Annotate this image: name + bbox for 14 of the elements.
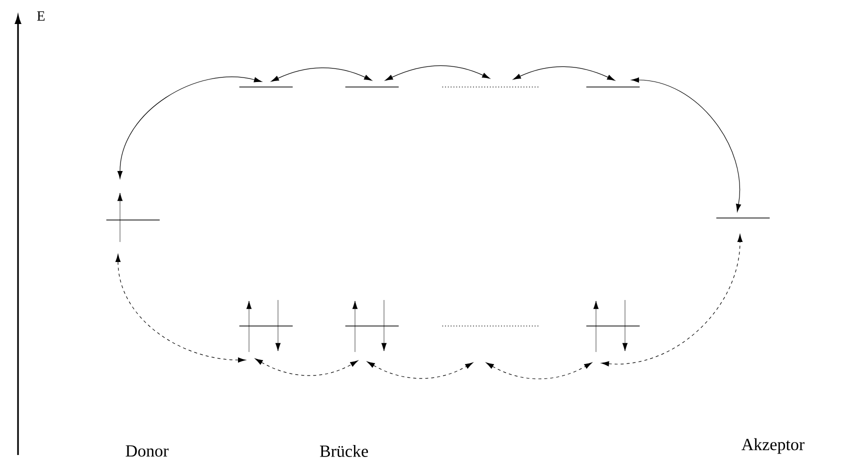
curved-arrow: [513, 66, 615, 81]
curved-arrow: [117, 76, 262, 179]
column-label: Brücke: [320, 445, 368, 457]
axis-label: E: [37, 11, 45, 21]
column-label: Donor: [126, 445, 169, 457]
dashed-arrow: [255, 358, 358, 376]
dashed-arrow: [115, 254, 246, 363]
column-label: Akzeptor: [742, 438, 804, 454]
curved-arrow: [385, 66, 490, 81]
curved-arrow: [271, 68, 372, 82]
curved-arrow: [631, 77, 742, 212]
dashed-arrow: [486, 362, 592, 380]
dashed-arrow: [601, 234, 743, 366]
dashed-arrow: [367, 361, 473, 379]
